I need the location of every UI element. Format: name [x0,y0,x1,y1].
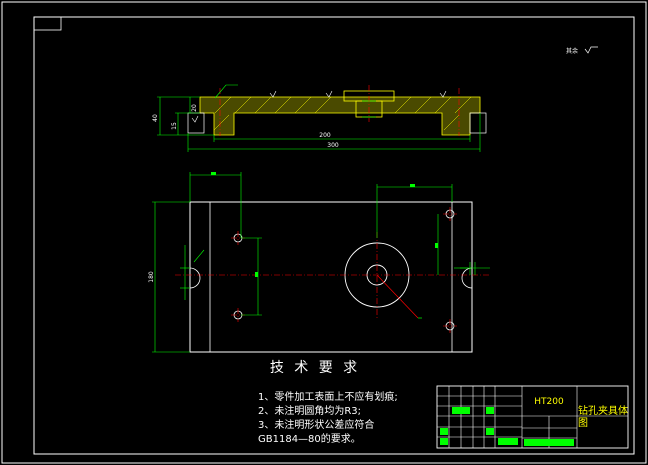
dim-200-label: 200 [319,132,331,139]
title-block: HT200 钻孔夹具体 图 [436,385,629,449]
drawing-label: 图 [578,417,588,429]
dim-20-label: 20 [191,104,198,112]
roughness-note-text: 其余 [566,47,578,55]
dim-300-label: 300 [327,142,339,149]
dim-180-label: 180 [148,271,155,283]
part-name-label: 钻孔夹具体 [578,404,628,417]
technical-requirements: 技 术 要 求 1、零件加工表面上不应有划痕; 2、未注明圆角均为R3; 3、未… [258,360,398,445]
corner-box [33,16,62,31]
requirement-1: 1、零件加工表面上不应有划痕; [258,390,398,403]
requirement-4: GB1184—80的要求。 [258,432,361,445]
roughness-note: 其余 [566,46,598,55]
dim-15-label: 15 [171,122,178,130]
drawing-frame [33,16,635,455]
dim-40-label: 40 [152,114,159,122]
material-label: HT200 [534,397,564,407]
requirement-3: 3、未注明形状公差应符合 [258,418,374,431]
requirements-title: 技 术 要 求 [270,360,360,376]
requirement-2: 2、未注明圆角均为R3; [258,404,361,417]
plan-view: 180 [148,172,490,353]
plan-outline [189,201,473,353]
section-body [199,96,481,136]
section-view: 200 300 40 15 20 [152,84,487,152]
